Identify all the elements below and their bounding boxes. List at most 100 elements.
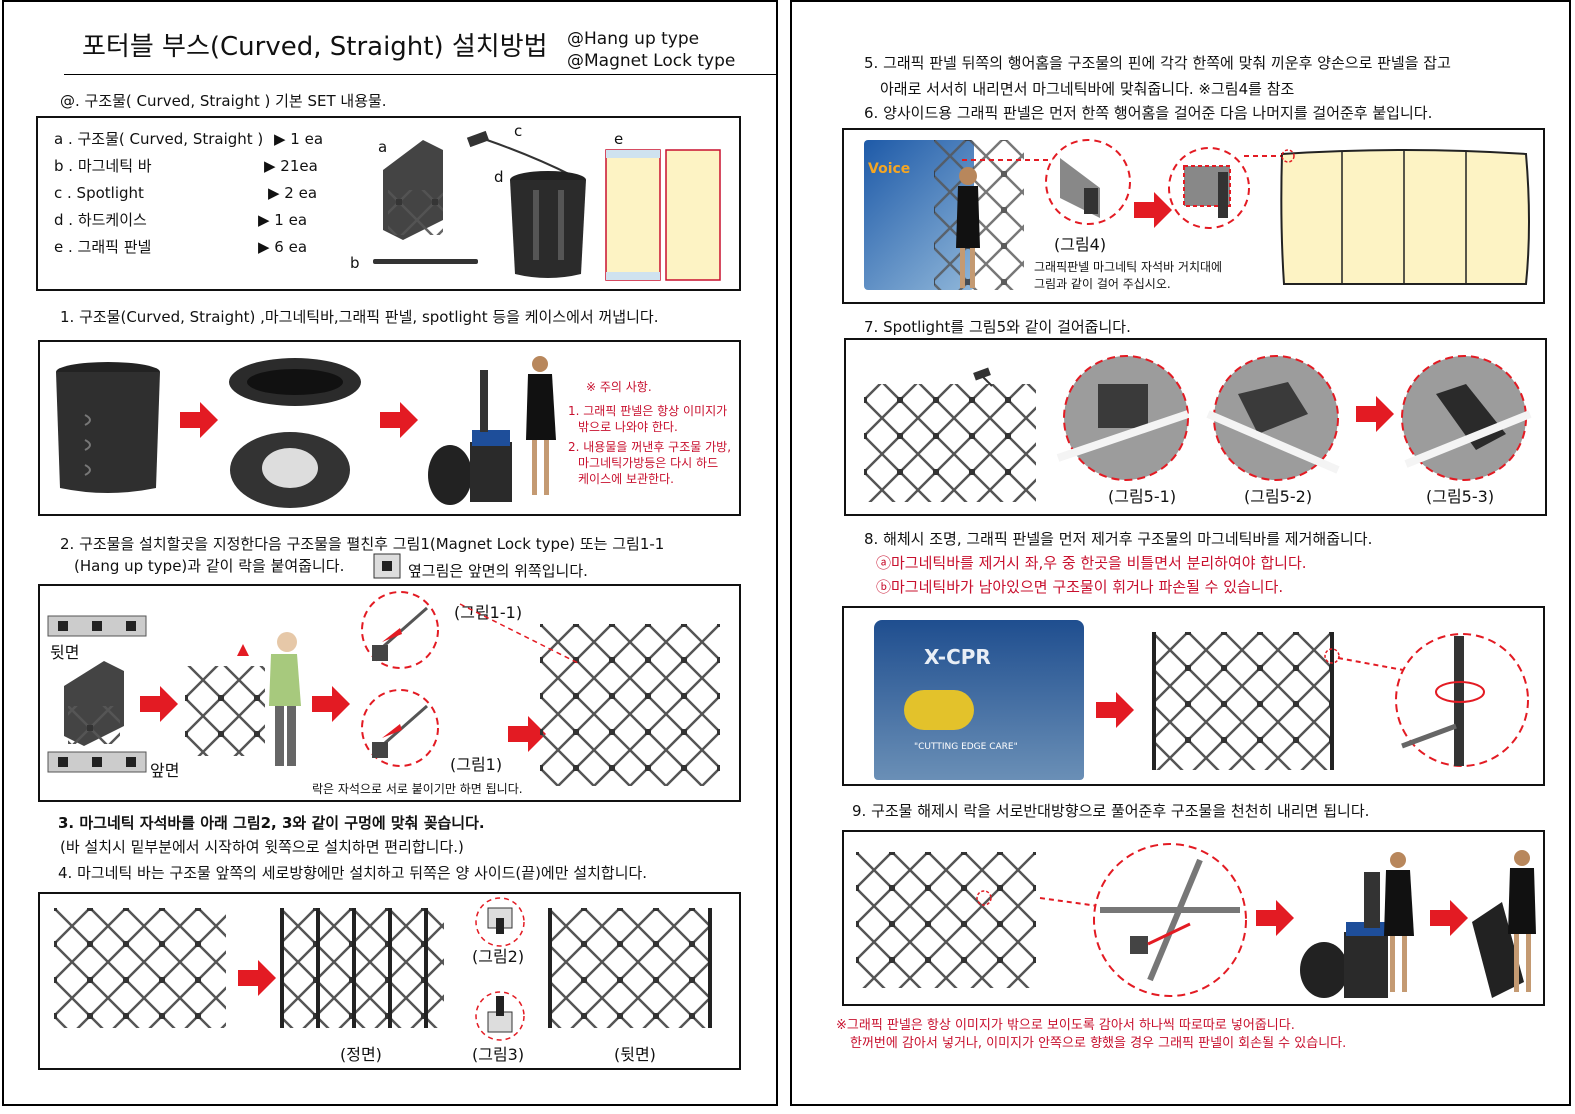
letter-e: e (614, 130, 624, 148)
type-hang-up: @Hang up type (567, 29, 700, 49)
arrow-right-icon (508, 716, 546, 752)
folded-frame-illustration (383, 140, 443, 240)
type-magnet-lock: @Magnet Lock type (567, 51, 736, 71)
front-lock-strip (47, 751, 147, 773)
step1-note-4: 마그네틱가방등은 다시 하드 (578, 456, 719, 470)
lock-detail-circles (361, 591, 439, 767)
spotlight-detail-5-1 (1056, 355, 1190, 481)
set-item-c: c . Spotlight (54, 184, 144, 202)
booth-photo: X-CPR "CUTTING EDGE CARE" (874, 620, 1084, 780)
step7-text: 7. Spotlight를 그림5와 같이 걸어줍니다. (864, 318, 1131, 336)
set-item-e: e . 그래픽 판넬 (54, 238, 152, 256)
back-lock-strip (47, 615, 147, 637)
left-page: 포터블 부스(Curved, Straight) 설치방법 @Hang up t… (2, 0, 778, 1106)
step8-text: 8. 해체시 조명, 그래픽 판넬을 먼저 제거후 구조물의 마그네틱바를 제거… (864, 530, 1373, 548)
step8-note-a: ⓐ마그네틱바를 제거시 좌,우 중 한곳을 비틀면서 분리하여야 합니다. (876, 554, 1307, 572)
set-item-d: d . 하드케이스 (54, 211, 147, 229)
fig-5-1-label: (그림5-1) (1108, 487, 1177, 506)
arrow-right-icon (1356, 396, 1394, 432)
set-item-a: a . 구조물( Curved, Straight ) (54, 130, 264, 148)
step3-line1: 3. 마그네틱 자석바를 아래 그림2, 3와 같이 구멍에 맞춰 꽂습니다. (58, 814, 485, 832)
step8-box: X-CPR "CUTTING EDGE CARE" (842, 606, 1545, 786)
letter-d: d (494, 168, 504, 186)
title-rule (64, 74, 776, 75)
graphic-panel-illustration (605, 149, 721, 281)
set-qty-c: ▶ 2 ea (268, 184, 318, 202)
set-item-b: b . 마그네틱 바 (54, 157, 152, 175)
closed-case-image (56, 362, 160, 493)
step9-box (842, 830, 1545, 1006)
fig-5-2-label: (그림5-2) (1244, 487, 1313, 506)
frame-back-with-bars (548, 908, 712, 1028)
magnetic-bar-illustration (373, 259, 478, 264)
step1-note-5: 케이스에 보관한다. (578, 472, 674, 486)
set-contents-box: a . 구조물( Curved, Straight ) ▶ 1 ea b . 마… (36, 116, 741, 291)
hook-detail-circle (1168, 147, 1250, 229)
arrow-right-icon (238, 960, 276, 996)
booth-slogan: "CUTTING EDGE CARE" (914, 742, 1018, 752)
fig-4-label: (그림4) (1054, 235, 1107, 254)
bar-removal-detail (1395, 633, 1529, 767)
step5-line1: 5. 그래픽 판넬 뒤쪽의 행어홈을 구조물의 핀에 각각 한쪽에 맞춰 끼운후… (864, 54, 1451, 72)
lock-icon (373, 553, 401, 579)
footer-note-2: 한꺼번에 감아서 넣거나, 이미지가 안쪽으로 향했을 경우 그래픽 판넬이 회… (850, 1036, 1347, 1051)
step1-note-2: 밖으로 나와야 한다. (578, 420, 678, 434)
arrow-right-icon (1134, 192, 1172, 228)
arrow-right-icon (180, 402, 218, 438)
fig4-caption-1: 그래픽판넬 마그네틱 자석바 거치대에 (1034, 260, 1223, 274)
dashed-connector (1244, 155, 1282, 157)
right-page: 5. 그래픽 판넬 뒤쪽의 행어홈을 구조물의 핀에 각각 한쪽에 맞춰 끼운후… (790, 0, 1571, 1106)
back-view-label: (뒷면) (614, 1045, 656, 1064)
step2-line2b: 옆그림은 앞면의 위쪽입니다. (408, 562, 588, 580)
step7-box: (그림5-1) (그림5-2) (그림5-3) (844, 338, 1547, 516)
step1-note-1: 1. 그래픽 판넬은 항상 이미지가 (568, 404, 728, 418)
frame-unlocking (856, 852, 1036, 988)
bare-frame (1152, 632, 1340, 770)
frame-before-bars (54, 908, 226, 1028)
spotlight-detail-5-3 (1401, 355, 1532, 481)
fig-1-1-label: (그림1-1) (454, 603, 523, 622)
set-qty-b: ▶ 21ea (264, 157, 318, 175)
hard-case-illustration (510, 171, 586, 278)
set-qty-d: ▶ 1 ea (258, 211, 308, 229)
frame-front-with-bars (280, 908, 444, 1028)
woman-rolling-case-image (1472, 850, 1536, 998)
footer-note-1: ※그래픽 판넬은 항상 이미지가 밖으로 보이도록 감아서 하나씩 따로따로 넣… (836, 1018, 1295, 1033)
label-back: 뒷면 (50, 643, 80, 662)
set-qty-e: ▶ 6 ea (258, 238, 308, 256)
fig-2-label: (그림2) (472, 947, 525, 966)
step6-text: 6. 양사이드용 그래픽 판넬은 먼저 한쪽 행어홈을 걸어준 다음 나머지를 … (864, 104, 1433, 122)
expanded-frame-image (459, 603, 720, 786)
step2-line2a: (Hang up type)과 같이 락을 붙여줍니다. (74, 557, 345, 575)
arrow-right-icon (1256, 900, 1294, 936)
step2-caption: 락은 자석으로 서로 붙이기만 하면 됩니다. (312, 782, 523, 796)
step4-text: 4. 마그네틱 바는 구조물 앞쪽의 세로방향에만 설치하고 뒤쪽은 양 사이드… (58, 864, 648, 882)
open-case-image (229, 358, 361, 508)
curved-panel-wall (1280, 149, 1530, 285)
arrow-right-icon (380, 402, 418, 438)
fig-5-3-label: (그림5-3) (1426, 487, 1495, 506)
step1-text: 1. 구조물(Curved, Straight) ,마그네틱바,그래픽 판넬, … (60, 308, 659, 326)
man-expanding-frame-image (185, 632, 301, 766)
step5-line2: 아래로 서서히 내리면서 마그네틱바에 맞춰줍니다. ※그림4를 참조 (880, 80, 1295, 98)
dashed-connector (1337, 657, 1415, 673)
arrow-right-icon (312, 686, 350, 722)
fig-1-label: (그림1) (450, 755, 503, 774)
booth-car-graphic (904, 690, 974, 730)
arrow-right-icon (1096, 692, 1134, 728)
step1-box: ※ 주의 사항. 1. 그래픽 판넬은 항상 이미지가 밖으로 나와야 한다. … (38, 340, 741, 516)
letter-c: c (514, 122, 523, 140)
fig-3-label: (그림3) (472, 1045, 525, 1064)
hanger-detail-circle (1045, 139, 1131, 225)
step9-text: 9. 구조물 해제시 락을 서로반대방향으로 풀어준후 구조물을 천천히 내리면… (852, 802, 1370, 820)
step8-note-b: ⓑ마그네틱바가 남아있으면 구조물이 휘거나 파손될 수 있습니다. (876, 578, 1284, 596)
step1-note-3: 2. 내용물을 꺼낸후 구조물 가방, (568, 440, 732, 454)
dashed-connector (962, 159, 1058, 161)
arrow-right-icon (1430, 900, 1468, 936)
woman-unpacking-image (428, 356, 556, 505)
set-heading: @. 구조물( Curved, Straight ) 기본 SET 내용물. (60, 92, 387, 110)
front-view-label: (정면) (340, 1045, 382, 1064)
woman-hanging-panel (934, 140, 1024, 290)
page-title: 포터블 부스(Curved, Straight) 설치방법 (82, 32, 548, 62)
step5-6-box: Voice (그림4) 그래픽판넬 마그네틱 자석바 거치대에 그림과 같이 걸… (842, 128, 1545, 304)
